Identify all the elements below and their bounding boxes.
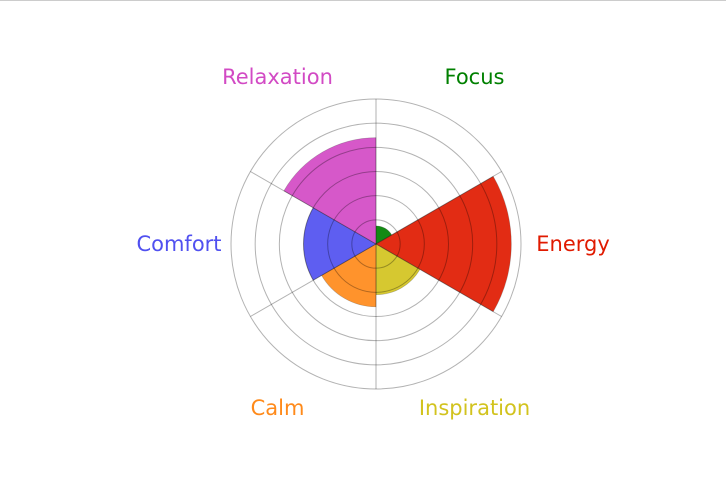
grid-ring-5 xyxy=(254,122,498,366)
grid-spoke xyxy=(250,171,377,245)
category-label-inspiration: Inspiration xyxy=(418,395,531,420)
grid-spoke xyxy=(250,243,377,317)
grid-ring-6 xyxy=(230,98,522,390)
grid-spoke xyxy=(375,171,502,245)
category-label-relaxation: Relaxation xyxy=(222,65,333,90)
grid-ring-2 xyxy=(327,195,425,293)
grid-ring-3 xyxy=(303,171,449,317)
bar-relaxation xyxy=(283,137,377,245)
grid-spoke xyxy=(375,243,502,317)
bar-focus xyxy=(375,225,393,245)
grid-ring-4 xyxy=(278,146,474,342)
category-label-energy: Energy xyxy=(536,232,610,256)
category-label-calm: Calm xyxy=(250,395,305,420)
bar-energy xyxy=(375,175,512,313)
category-label-focus: Focus xyxy=(444,65,505,90)
category-label-comfort: Comfort xyxy=(136,232,222,256)
bar-comfort xyxy=(303,207,377,281)
bar-calm xyxy=(321,243,377,308)
bar-inspiration xyxy=(375,243,421,296)
grid-ring-1 xyxy=(351,219,401,269)
